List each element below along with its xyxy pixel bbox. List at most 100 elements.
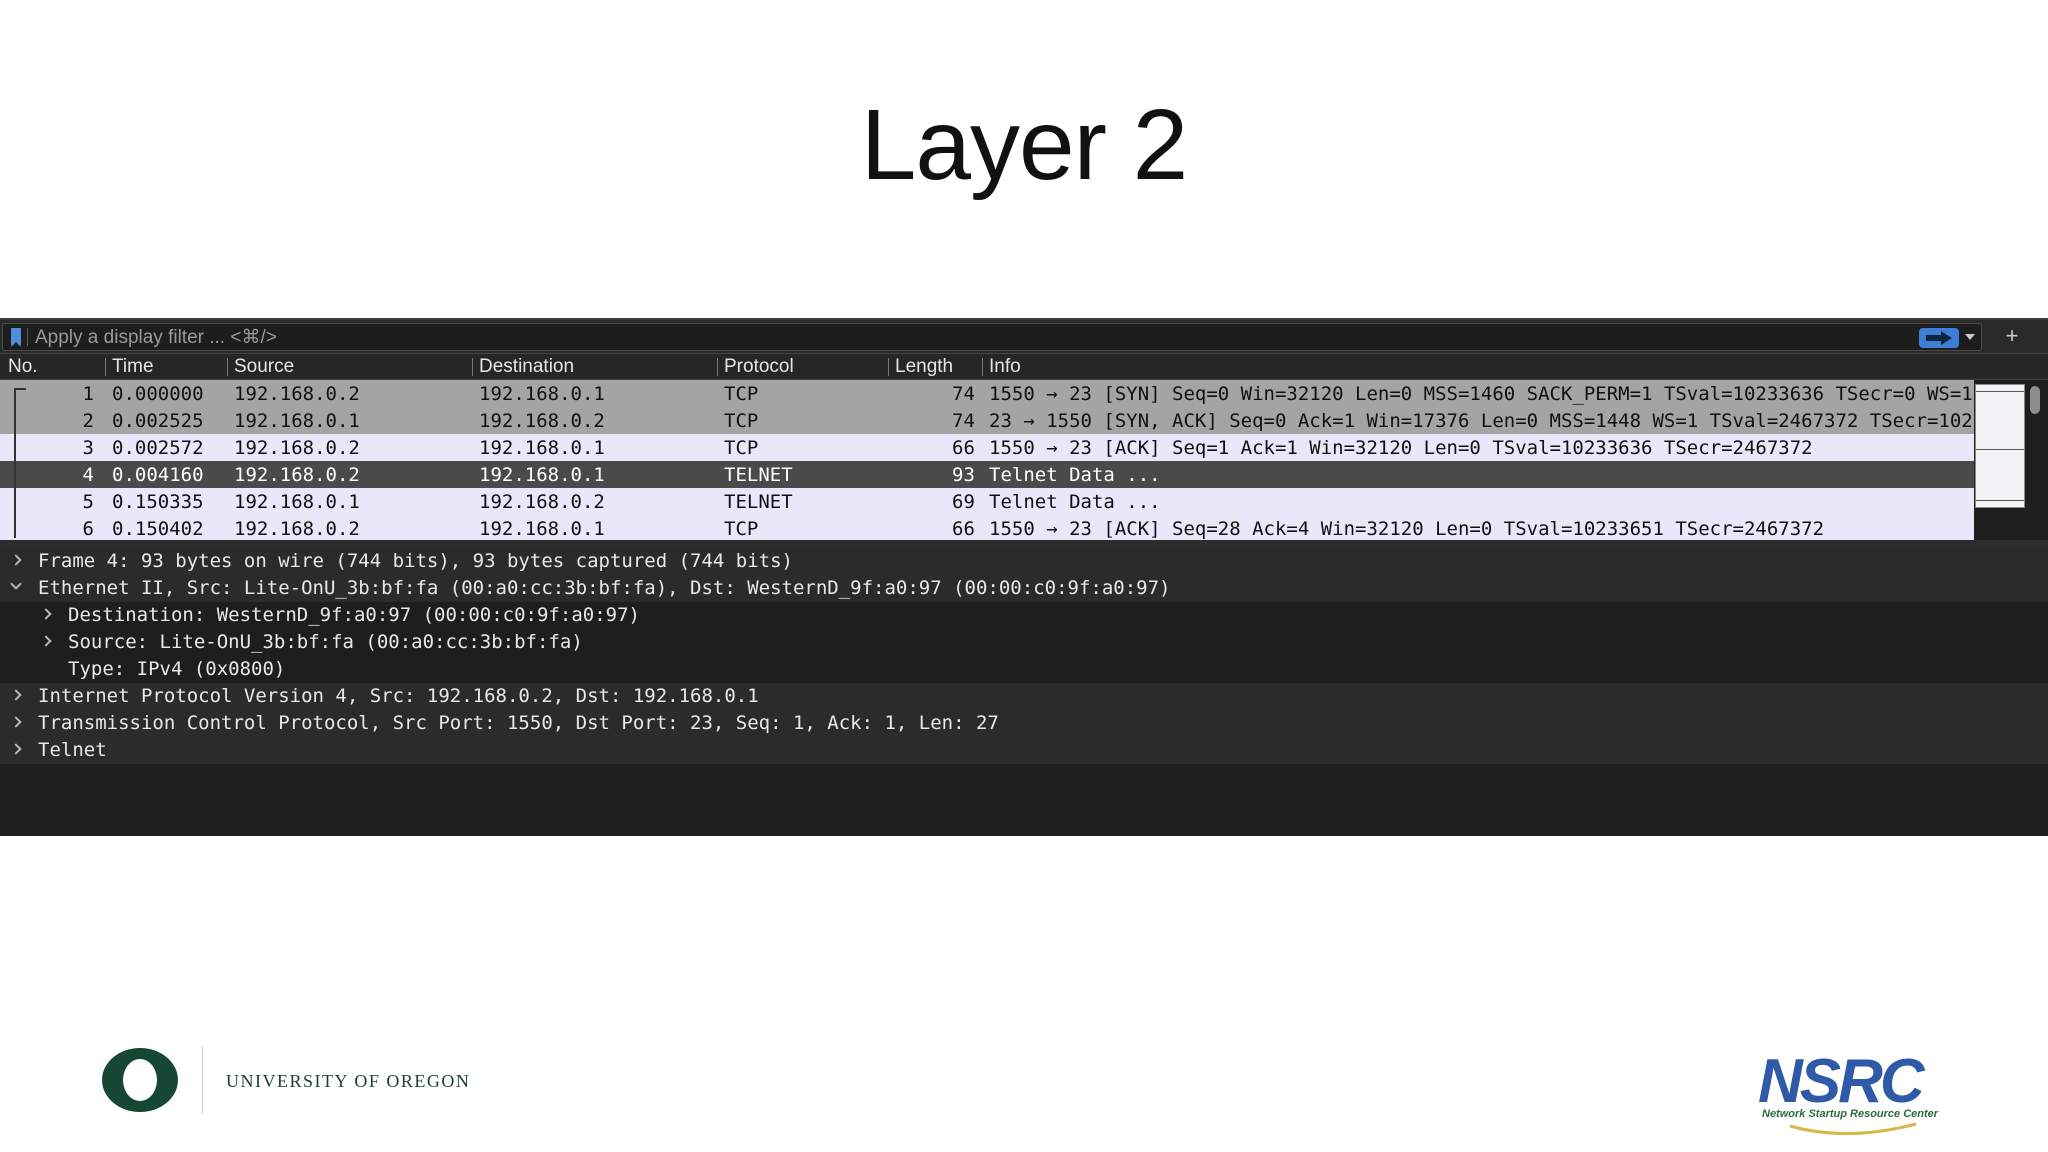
- detail-text: Internet Protocol Version 4, Src: 192.16…: [38, 685, 759, 707]
- swoosh-icon: [1789, 1122, 1917, 1135]
- detail-row-eth-type[interactable]: Type: IPv4 (0x0800): [0, 656, 2048, 683]
- packet-no: 1: [82, 383, 94, 405]
- packet-no: 2: [82, 410, 94, 432]
- packet-length: 93: [952, 464, 975, 486]
- detail-text: Frame 4: 93 bytes on wire (744 bits), 93…: [38, 550, 793, 572]
- packet-source: 192.168.0.1: [234, 491, 360, 513]
- minimap-line: [1976, 500, 2024, 501]
- packet-info: 23 → 1550 [SYN, ACK] Seq=0 Ack=1 Win=173…: [989, 410, 1974, 432]
- detail-row-ipv4[interactable]: Internet Protocol Version 4, Src: 192.16…: [0, 683, 2048, 710]
- packet-no: 4: [82, 464, 94, 486]
- packet-time: 0.150402: [112, 518, 204, 540]
- wireshark-window: Apply a display filter ... <⌘/> + No. Ti…: [0, 318, 2048, 836]
- packet-no: 6: [82, 518, 94, 540]
- packet-length: 74: [952, 410, 975, 432]
- packet-protocol: TCP: [724, 383, 759, 405]
- related-packet-tick: [14, 388, 26, 390]
- packet-source: 192.168.0.1: [234, 410, 360, 432]
- packet-protocol: TELNET: [724, 464, 793, 486]
- arrow-right-icon: [1926, 331, 1952, 345]
- detail-text: Transmission Control Protocol, Src Port:…: [38, 712, 999, 734]
- packet-row[interactable]: 5 0.150335 192.168.0.1 192.168.0.2 TELNE…: [0, 488, 1974, 515]
- pane-splitter[interactable]: [0, 540, 2048, 548]
- university-name: UNIVERSITY OF OREGON: [226, 1071, 471, 1091]
- bookmark-icon[interactable]: [11, 328, 21, 347]
- chevron-right-icon[interactable]: [10, 689, 22, 701]
- column-no[interactable]: No.: [8, 356, 38, 377]
- chevron-down-icon[interactable]: [10, 578, 22, 590]
- packet-destination: 192.168.0.1: [479, 464, 605, 486]
- column-separator[interactable]: [982, 358, 983, 376]
- packet-length: 69: [952, 491, 975, 513]
- packet-row[interactable]: 6 0.150402 192.168.0.2 192.168.0.1 TCP 6…: [0, 515, 1974, 540]
- chevron-right-icon[interactable]: [40, 608, 52, 620]
- scroll-thumb[interactable]: [2030, 386, 2040, 414]
- column-time[interactable]: Time: [112, 356, 154, 377]
- packet-protocol: TCP: [724, 518, 759, 540]
- packet-info: 1550 → 23 [SYN] Seq=0 Win=32120 Len=0 MS…: [989, 383, 1973, 405]
- packet-info: 1550 → 23 [ACK] Seq=1 Ack=1 Win=32120 Le…: [989, 437, 1813, 459]
- packet-protocol: TELNET: [724, 491, 793, 513]
- detail-text: Ethernet II, Src: Lite-OnU_3b:bf:fa (00:…: [38, 577, 1171, 599]
- detail-text: Telnet: [38, 739, 107, 761]
- packet-source: 192.168.0.2: [234, 518, 360, 540]
- packet-row[interactable]: 2 0.002525 192.168.0.1 192.168.0.2 TCP 7…: [0, 407, 1974, 434]
- chevron-right-icon[interactable]: [10, 743, 22, 755]
- packet-destination: 192.168.0.1: [479, 437, 605, 459]
- packet-row[interactable]: 1 0.000000 192.168.0.2 192.168.0.1 TCP 7…: [0, 380, 1974, 407]
- detail-row-ethernet[interactable]: Ethernet II, Src: Lite-OnU_3b:bf:fa (00:…: [0, 575, 2048, 602]
- detail-row-tcp[interactable]: Transmission Control Protocol, Src Port:…: [0, 710, 2048, 737]
- packet-length: 66: [952, 518, 975, 540]
- packet-time: 0.004160: [112, 464, 204, 486]
- packet-source: 192.168.0.2: [234, 464, 360, 486]
- packet-protocol: TCP: [724, 410, 759, 432]
- detail-row-eth-destination[interactable]: Destination: WesternD_9f:a0:97 (00:00:c0…: [0, 602, 2048, 629]
- packet-list[interactable]: 1 0.000000 192.168.0.2 192.168.0.1 TCP 7…: [0, 380, 2048, 540]
- nsrc-tagline: Network Startup Resource Center: [1762, 1108, 1939, 1120]
- add-filter-button[interactable]: +: [2005, 323, 2019, 348]
- minimap-line: [1976, 391, 2024, 392]
- university-of-oregon-logo: [102, 1048, 178, 1112]
- column-separator[interactable]: [888, 358, 889, 376]
- detail-text: Destination: WesternD_9f:a0:97 (00:00:c0…: [68, 604, 640, 626]
- slide-title: Layer 2: [860, 89, 1189, 201]
- column-separator[interactable]: [717, 358, 718, 376]
- detail-row-frame[interactable]: Frame 4: 93 bytes on wire (744 bits), 93…: [0, 548, 2048, 575]
- column-protocol[interactable]: Protocol: [724, 356, 794, 377]
- column-length[interactable]: Length: [895, 356, 954, 377]
- apply-filter-button[interactable]: [1919, 328, 1959, 348]
- column-separator[interactable]: [472, 358, 473, 376]
- detail-row-telnet[interactable]: Telnet: [0, 737, 2048, 764]
- detail-text: Type: IPv4 (0x0800): [68, 658, 286, 680]
- packet-info: 1550 → 23 [ACK] Seq=28 Ack=4 Win=32120 L…: [989, 518, 1825, 540]
- packet-no: 5: [82, 491, 94, 513]
- packet-time: 0.000000: [112, 383, 204, 405]
- logo-divider: [202, 1046, 203, 1114]
- chevron-down-icon[interactable]: [1965, 334, 1975, 340]
- packet-destination: 192.168.0.1: [479, 518, 605, 540]
- chevron-right-icon[interactable]: [10, 554, 22, 566]
- packet-row[interactable]: 3 0.002572 192.168.0.2 192.168.0.1 TCP 6…: [0, 434, 1974, 461]
- packet-time: 0.002525: [112, 410, 204, 432]
- detail-row-eth-source[interactable]: Source: Lite-OnU_3b:bf:fa (00:a0:cc:3b:b…: [0, 629, 2048, 656]
- column-destination[interactable]: Destination: [479, 356, 575, 377]
- intelligent-scrollbar-minimap[interactable]: [1975, 384, 2025, 508]
- packet-list-header: No. Time Source Destination Protocol Len…: [0, 354, 2048, 380]
- packet-info: Telnet Data ...: [989, 491, 1161, 513]
- chevron-right-icon[interactable]: [40, 635, 52, 647]
- packet-details-pane[interactable]: Frame 4: 93 bytes on wire (744 bits), 93…: [0, 548, 2048, 836]
- detail-text: Source: Lite-OnU_3b:bf:fa (00:a0:cc:3b:b…: [68, 631, 583, 653]
- packet-length: 66: [952, 437, 975, 459]
- column-source[interactable]: Source: [234, 356, 295, 377]
- column-separator[interactable]: [105, 358, 106, 376]
- column-info[interactable]: Info: [989, 356, 1021, 377]
- packet-list-scrollbar[interactable]: [2026, 380, 2048, 540]
- display-filter-bar: Apply a display filter ... <⌘/> +: [0, 320, 2048, 354]
- nsrc-wordmark: NSRC: [1758, 1047, 1925, 1116]
- packet-row-selected[interactable]: 4 0.004160 192.168.0.2 192.168.0.1 TELNE…: [0, 461, 1974, 488]
- column-separator[interactable]: [227, 358, 228, 376]
- packet-info: Telnet Data ...: [989, 464, 1161, 486]
- filter-placeholder: Apply a display filter ... <⌘/>: [35, 327, 277, 348]
- display-filter-input[interactable]: Apply a display filter ... <⌘/>: [2, 323, 1982, 351]
- chevron-right-icon[interactable]: [10, 716, 22, 728]
